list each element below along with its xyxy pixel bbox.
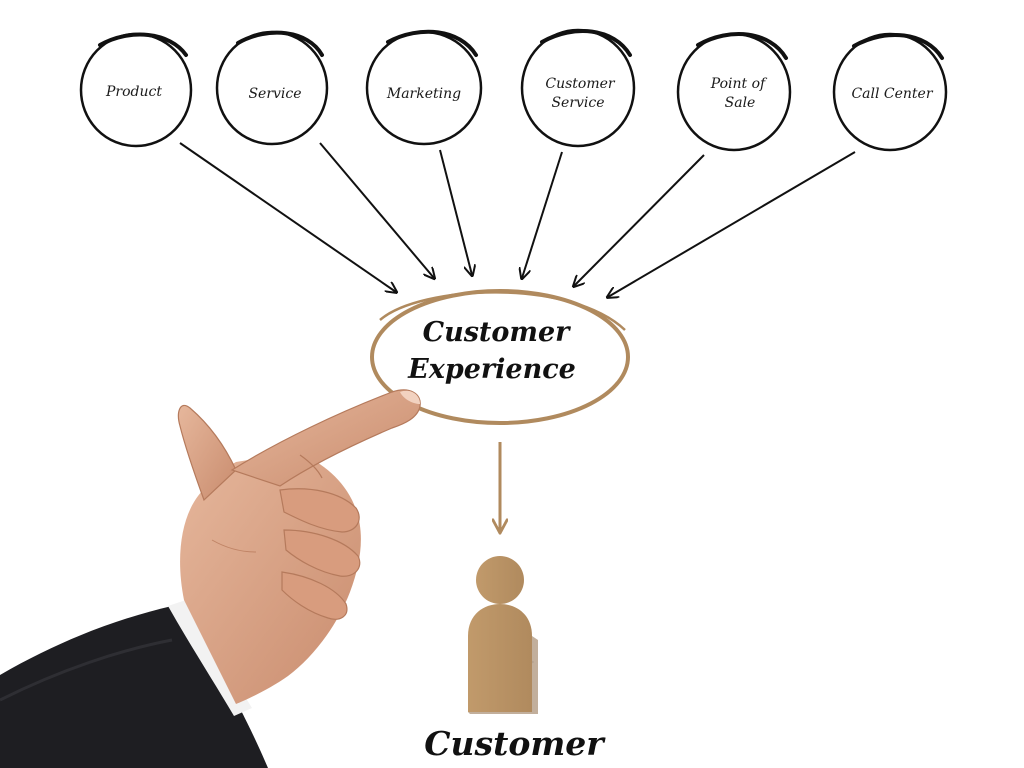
hand-crease — [211, 539, 257, 553]
hand-fingernail — [400, 390, 420, 404]
node-circle-stroke — [696, 32, 788, 60]
hand-folded-finger-3 — [281, 571, 348, 620]
arrow-point-of-sale-to-center — [574, 154, 705, 286]
node-label-customer-service-line2: Service — [551, 95, 604, 111]
node-label-customer-service-line1: Customer — [545, 76, 616, 92]
source-node-service: Service — [215, 30, 329, 146]
arrow-service-to-center — [319, 142, 434, 278]
node-circle-stroke — [98, 32, 188, 57]
center-ellipse — [370, 289, 630, 425]
node-circle-stroke — [540, 29, 632, 57]
person-body — [468, 604, 532, 712]
person-head — [476, 556, 524, 604]
pointing-hand-icon — [0, 389, 421, 768]
node-circle-stroke — [852, 33, 944, 60]
hand-crease — [299, 454, 323, 479]
node-circle — [676, 32, 792, 152]
source-nodes: Product Service Marketing Customer Servi… — [79, 28, 948, 152]
node-circle-stroke — [386, 29, 478, 57]
arrow-call-center-to-center — [608, 151, 856, 297]
node-circle-stroke — [236, 30, 324, 57]
source-node-point-of-sale: Point of Sale — [676, 32, 792, 152]
source-node-marketing: Marketing — [365, 29, 483, 146]
hand-folded-finger-1 — [279, 488, 360, 533]
customer-label: Customer — [424, 724, 606, 763]
center-node: Customer Experience — [370, 289, 630, 425]
center-label-line1: Customer — [423, 317, 572, 348]
node-label-call-center: Call Center — [851, 86, 933, 102]
source-node-customer-service: Customer Service — [520, 28, 636, 148]
hand-thumb — [177, 404, 237, 502]
node-label-point-of-sale-line1: Point of — [710, 76, 768, 92]
arrow-marketing-to-center — [439, 149, 472, 275]
hand-index-finger — [230, 389, 421, 487]
node-label-marketing: Marketing — [386, 86, 461, 102]
arrow-customer-service-to-center — [522, 151, 563, 278]
arrow-product-to-center — [179, 142, 396, 292]
center-label-line2: Experience — [407, 354, 576, 385]
suit-sleeve-fold — [0, 638, 173, 702]
hand-folded-finger-2 — [283, 529, 361, 577]
node-label-service: Service — [248, 86, 301, 102]
node-label-point-of-sale-line2: Sale — [725, 95, 756, 111]
source-node-product: Product — [79, 32, 193, 148]
node-label-product: Product — [105, 84, 162, 100]
source-node-call-center: Call Center — [832, 32, 948, 152]
connector-arrows — [179, 142, 856, 297]
center-ellipse-stroke — [379, 291, 626, 331]
person-icon — [468, 556, 538, 714]
